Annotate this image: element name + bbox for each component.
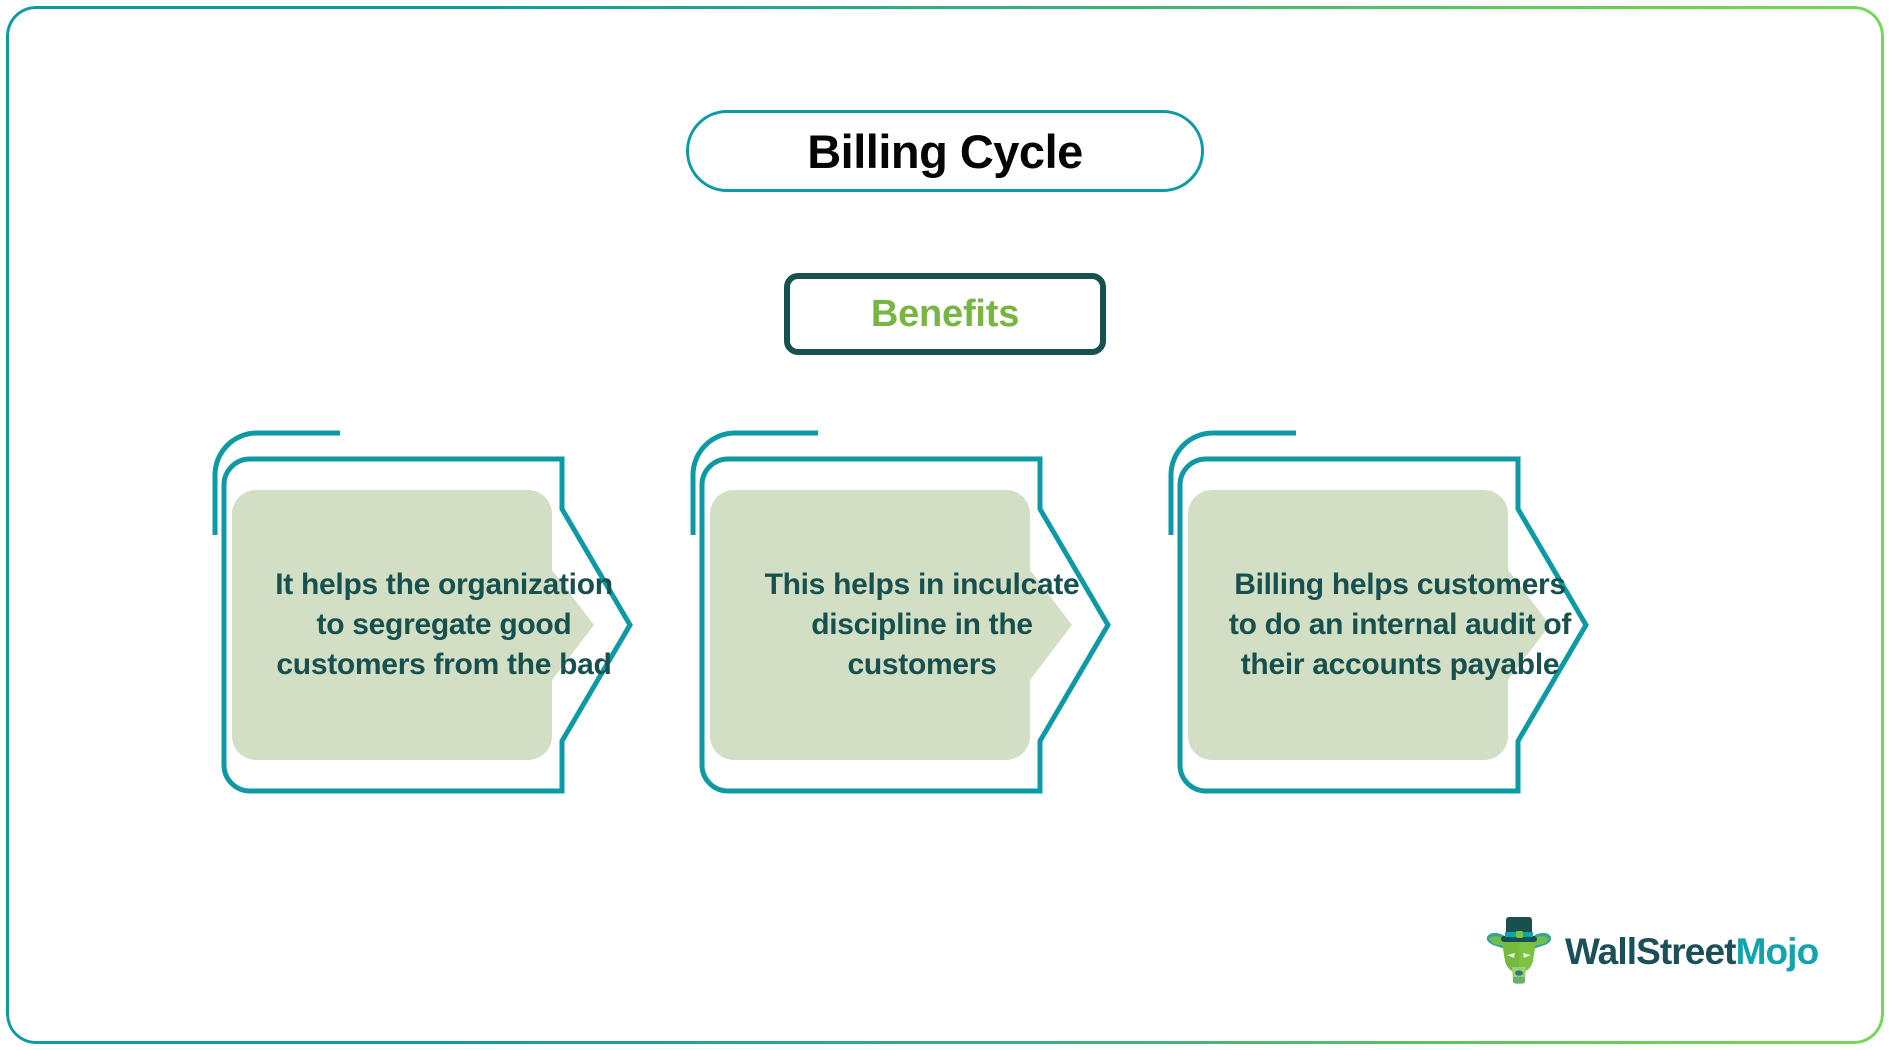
- page-title-pill: Billing Cycle: [686, 110, 1204, 192]
- benefit-card-text: It helps the organization to segregate g…: [275, 568, 613, 681]
- benefit-card: It helps the organization to segregate g…: [212, 415, 712, 835]
- benefit-card-text: This helps in inculcate discipline in th…: [764, 568, 1080, 681]
- logo-word-primary: WallStreet: [1565, 930, 1736, 972]
- benefits-card-row: It helps the organization to segregate g…: [0, 415, 1890, 835]
- chevron-card-shape-icon: [690, 430, 1111, 794]
- benefit-card: This helps in inculcate discipline in th…: [690, 415, 1190, 835]
- page-title: Billing Cycle: [807, 124, 1083, 178]
- chevron-card-shape-icon: [1168, 430, 1589, 794]
- wallstreetmojo-logo: WallStreetMojo: [1483, 910, 1819, 992]
- benefit-card: Billing helps customers to do an interna…: [1168, 415, 1668, 835]
- wallstreetmojo-bull-icon: [1486, 917, 1552, 984]
- benefit-card-text: Billing helps customers to do an interna…: [1228, 568, 1572, 681]
- section-label-text: Benefits: [870, 293, 1020, 335]
- chevron-card-shape-icon: [212, 430, 633, 794]
- section-label-benefits: Benefits: [784, 273, 1106, 355]
- logo-wordmark: WallStreetMojo: [1565, 930, 1820, 972]
- logo-word-accent: Mojo: [1735, 930, 1820, 972]
